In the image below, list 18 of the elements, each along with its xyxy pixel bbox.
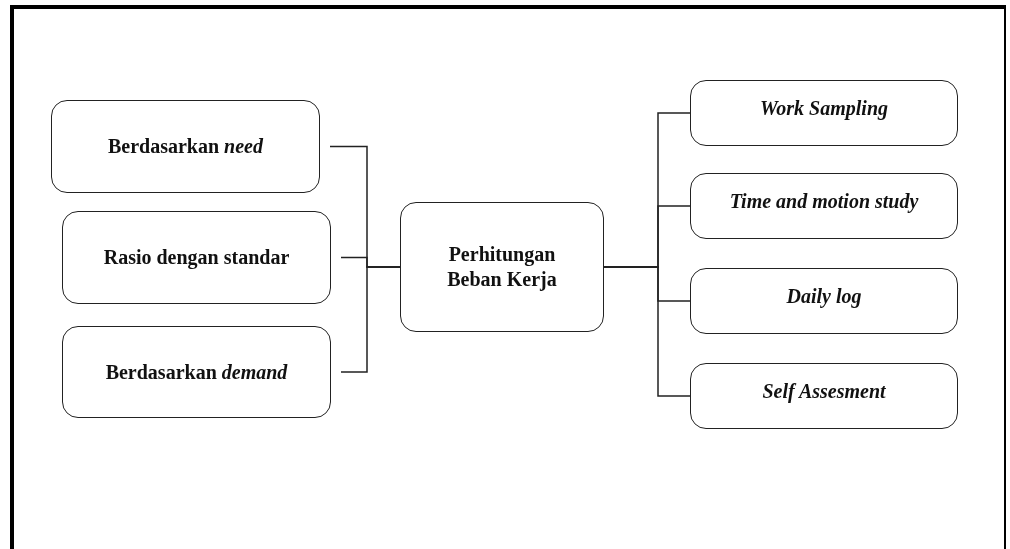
box-label: Perhitungan Beban Kerja [446, 242, 558, 292]
box-label: Berdasarkan need [108, 134, 263, 159]
box-label: Berdasarkan demand [105, 359, 288, 385]
box-label: Self Assesment [762, 378, 886, 404]
rounded-box [690, 80, 958, 146]
rounded-box [62, 211, 331, 304]
box-label: Time and motion study [729, 188, 919, 214]
box-label: Work Sampling [760, 95, 888, 121]
rounded-box [690, 363, 958, 429]
rounded-box [400, 202, 604, 332]
rounded-box [690, 268, 958, 334]
connector-line [603, 266, 691, 397]
rounded-box [62, 326, 331, 418]
box-label: Rasio dengan standar [103, 245, 290, 270]
rounded-box [51, 100, 320, 193]
rounded-box [690, 173, 958, 239]
box-label: Daily log [786, 283, 862, 309]
connector-line [340, 266, 401, 373]
